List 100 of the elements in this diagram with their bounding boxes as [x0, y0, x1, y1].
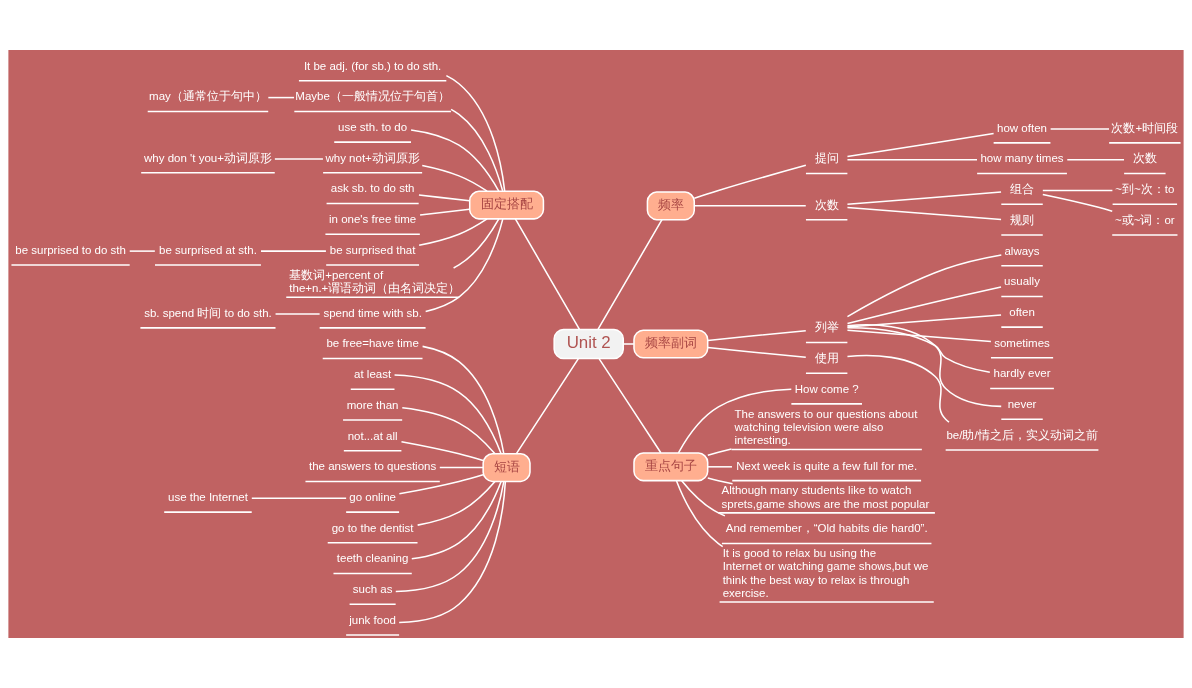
connector — [1066, 159, 1125, 161]
node-text: 基数词+percent of the+n.+谓语动词（由名词决定） — [289, 268, 461, 294]
node-text: how often — [997, 121, 1047, 134]
connector — [622, 343, 635, 345]
connector — [128, 250, 156, 252]
node-text: sb. spend 时间 to do sth. — [144, 306, 272, 319]
node-text: hardly ever — [993, 367, 1051, 380]
node-text: be surprised at sth. — [159, 243, 257, 256]
connector — [251, 497, 347, 500]
node-text: 次数 — [1132, 152, 1157, 165]
connector — [514, 218, 581, 331]
node-text: 组合 — [1010, 183, 1035, 196]
node-text: why don 't you+动词原形 — [144, 151, 272, 164]
connector — [424, 218, 504, 313]
node-box: 频率副词 — [633, 329, 709, 359]
connector — [1049, 128, 1110, 130]
connector — [846, 191, 1002, 205]
node-text: teeth cleaning — [336, 552, 409, 565]
connector — [846, 159, 978, 161]
connector — [598, 358, 662, 454]
node-text: ~到~次：to — [1115, 183, 1175, 196]
node-text: how many times — [980, 152, 1064, 165]
connector — [846, 132, 995, 158]
connector — [418, 218, 488, 246]
node-text: usually — [1004, 275, 1040, 288]
connector — [846, 286, 1002, 325]
node-text: always — [1004, 244, 1040, 257]
connector — [398, 474, 484, 495]
connector — [439, 466, 484, 469]
node-text: be free=have time — [326, 337, 419, 350]
node-text: be surprised to do sth — [15, 243, 126, 256]
connector — [452, 218, 500, 269]
connector — [274, 158, 324, 160]
connector — [693, 205, 807, 207]
connector — [401, 407, 496, 455]
connector — [707, 477, 734, 485]
node-text: Next week is quite a few full for me. — [736, 459, 918, 472]
node-box: 频率 — [646, 191, 696, 221]
node-text: why not+动词原形 — [325, 151, 420, 164]
connector — [846, 254, 1003, 318]
node-box: 短语 — [482, 453, 531, 483]
connector — [707, 329, 807, 342]
node-text: How come ? — [794, 382, 859, 395]
node-text: use sth. to do — [338, 120, 408, 133]
node-text: not...at all — [347, 429, 398, 442]
node-text: be/助/情之后，实义动词之前 — [946, 428, 1098, 441]
connector — [410, 129, 500, 192]
connector — [411, 480, 502, 560]
connector — [846, 206, 1002, 221]
connector — [421, 345, 505, 455]
node-text: never — [1007, 398, 1037, 411]
node-text: The answers to our questions about watching television were also interesting. — [734, 408, 918, 447]
node-box: 固定搭配 — [468, 190, 545, 220]
node-text: use the Internet — [168, 490, 248, 503]
connector — [398, 480, 507, 624]
connector — [693, 164, 807, 199]
node-text: 使用 — [814, 352, 839, 365]
node-text: 次数 — [814, 198, 839, 211]
connector — [707, 448, 733, 456]
node-text: often — [1009, 305, 1035, 318]
node-text: such as — [352, 583, 393, 596]
connector — [846, 329, 992, 343]
connector — [675, 480, 724, 548]
connector — [450, 108, 504, 192]
connector — [680, 479, 726, 517]
node-text: ask sb. to do sth — [330, 182, 415, 195]
node-text: may（通常位于句中） — [149, 90, 267, 103]
connector — [707, 466, 733, 468]
node-text: be surprised that — [329, 243, 416, 256]
connector — [445, 74, 506, 192]
node-text: spend time with sb. — [323, 306, 422, 319]
connector — [274, 313, 321, 315]
node-text: sometimes — [994, 336, 1050, 349]
connector — [846, 324, 1002, 408]
connector — [846, 314, 1002, 328]
connector — [421, 164, 488, 192]
node-text: go online — [349, 490, 396, 503]
connector — [419, 208, 471, 216]
node-text: And remember，“Old habits die hard0”. — [725, 522, 928, 535]
connector — [677, 388, 793, 454]
node-text: the answers to questions — [309, 460, 437, 473]
node-text: at least — [354, 368, 392, 381]
connector — [267, 96, 295, 99]
connector — [393, 374, 502, 455]
connector — [260, 250, 327, 252]
connector — [846, 354, 950, 423]
node-text: It is good to relax bu using the Internet or watching game shows,but we think the best way to relax is through exercise. — [722, 547, 929, 599]
connector — [395, 480, 505, 593]
node-text: 提问 — [814, 152, 839, 165]
node-text: 列举 — [814, 321, 839, 334]
node-text: It be adj. (for sb.) to do sth. — [303, 59, 442, 72]
node-text: more than — [346, 398, 399, 411]
connector — [707, 346, 807, 359]
connector — [1042, 189, 1114, 192]
node-text: Although many students like to watch sprets,game shows are the most popular — [721, 484, 930, 510]
node-text: go to the dentist — [331, 521, 414, 534]
node-box: Unit 2 — [553, 328, 624, 360]
node-text: in one's free time — [329, 213, 417, 226]
connector — [418, 194, 471, 202]
node-text: Maybe（一般情况位于句首） — [295, 90, 450, 103]
